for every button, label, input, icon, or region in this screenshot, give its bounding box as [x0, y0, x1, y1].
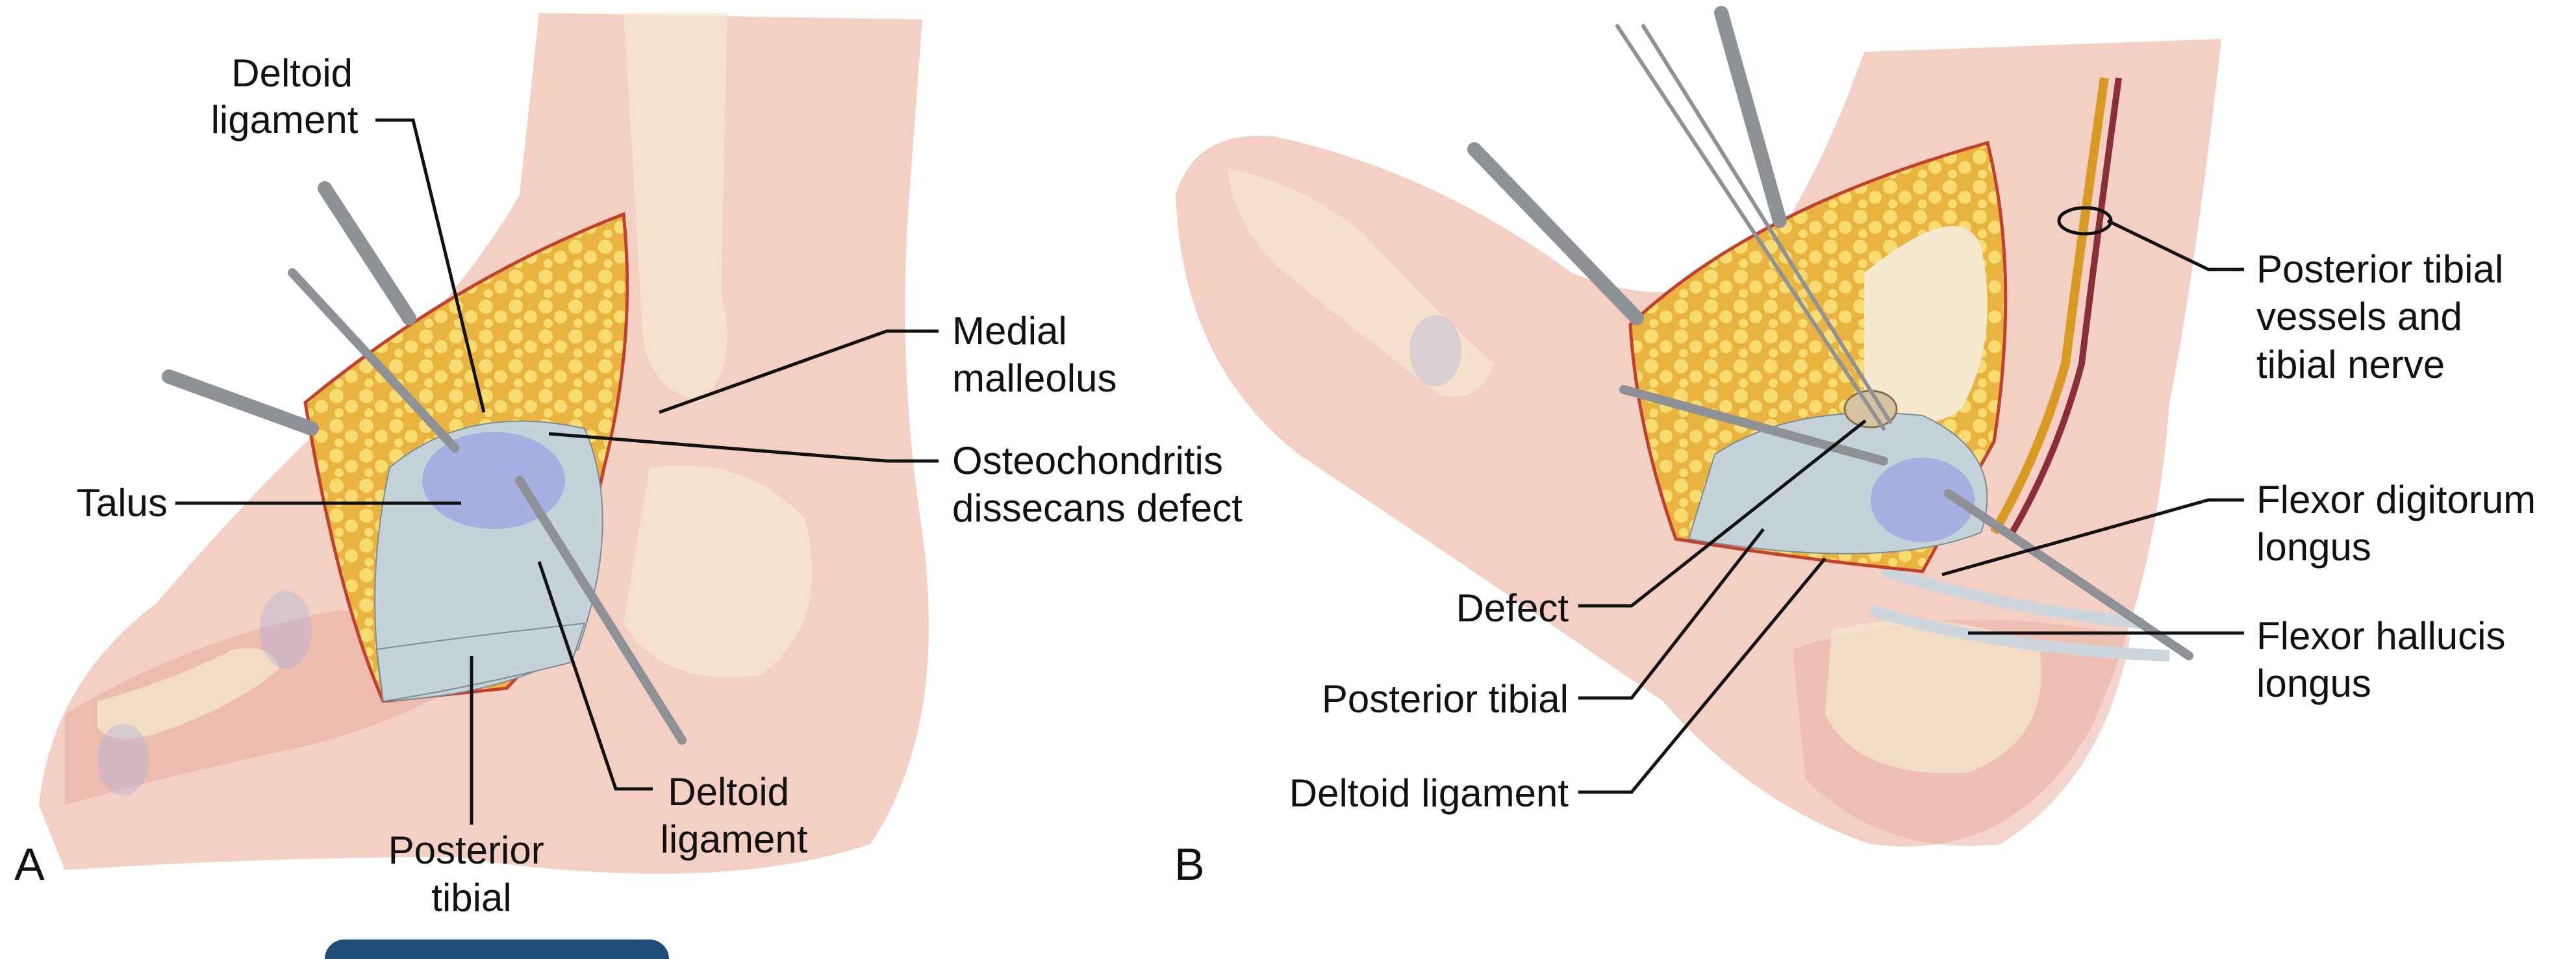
forceps-1-b — [1714, 6, 1787, 228]
label-flexor-digitorum-longus: Flexor digitorum longus — [2256, 478, 2547, 569]
toe-bones-b — [1228, 169, 1494, 397]
retractor-1-b — [1619, 385, 1888, 466]
label-posterior-tibial-vessels: Posterior tibial vessels and tibial nerv… — [2256, 247, 2514, 386]
panel-letter-b: B — [1174, 839, 1205, 890]
talus-b — [1871, 458, 1975, 542]
toe-bones-a — [97, 648, 279, 739]
posterior-tibial-artery-b — [1989, 77, 2109, 535]
leader-osteochondritis-defect — [548, 432, 939, 463]
bottom-tab — [325, 940, 669, 959]
calcaneus-b — [1825, 620, 2041, 773]
leader-flexor-digitorum-longus — [1941, 498, 2244, 577]
flexor-hallucis-tendon-b — [1869, 604, 2170, 662]
leader-deltoid-ligament-bottom — [537, 561, 653, 791]
flexor-digitorum-tendon-b — [1882, 566, 2144, 629]
metatarsal-joint-a — [260, 591, 312, 669]
label-deltoid-ligament-top: Deltoid ligament — [211, 51, 364, 142]
label-osteochondritis-defect: Osteochondritis dissecans defect — [952, 439, 1243, 530]
malleolus-b — [1864, 226, 1988, 424]
label-posterior-tibial-b: Posterior tibial — [1322, 677, 1569, 721]
label-posterior-tibial-a: Posterior tibial — [388, 828, 555, 919]
panel-a: Deltoid ligament Medial malleolus Talus … — [14, 13, 1243, 919]
toe-joint-a — [97, 724, 149, 795]
calcaneus-a — [624, 465, 813, 678]
needle-2-b — [1641, 24, 1892, 424]
panel-letter-a: A — [14, 839, 45, 890]
leader-deltoid-ligament-top — [375, 118, 486, 413]
leader-deltoid-ligament-b — [1578, 557, 1826, 794]
label-defect: Defect — [1456, 586, 1569, 630]
leader-medial-malleolus — [659, 329, 939, 414]
forceps-1-a — [318, 181, 416, 325]
tibia-a — [624, 13, 727, 403]
label-deltoid-ligament-bottom: Deltoid ligament — [661, 770, 808, 861]
retractor-2-b — [1944, 489, 2193, 660]
toe-joint-b — [1409, 315, 1461, 386]
needle-1-b — [1615, 24, 1886, 430]
panel-b: Posterior tibial vessels and tibial nerv… — [1174, 6, 2547, 890]
label-talus: Talus — [77, 481, 168, 525]
label-deltoid-ligament-b: Deltoid ligament — [1289, 771, 1569, 815]
retractor-2-a — [515, 476, 687, 745]
leader-defect — [1578, 419, 1867, 608]
posterior-tibial-vein-b — [2009, 77, 2122, 534]
forceps-2-b — [1467, 142, 1644, 325]
leader-posterior-tibial-vessels — [2106, 219, 2244, 271]
forceps-2-a — [162, 369, 319, 436]
retractor-1-a — [288, 268, 459, 453]
label-flexor-hallucis-longus: Flexor hallucis longus — [2256, 614, 2516, 705]
leader-posterior-tibial-b — [1578, 528, 1765, 700]
label-medial-malleolus: Medial malleolus — [952, 309, 1117, 400]
